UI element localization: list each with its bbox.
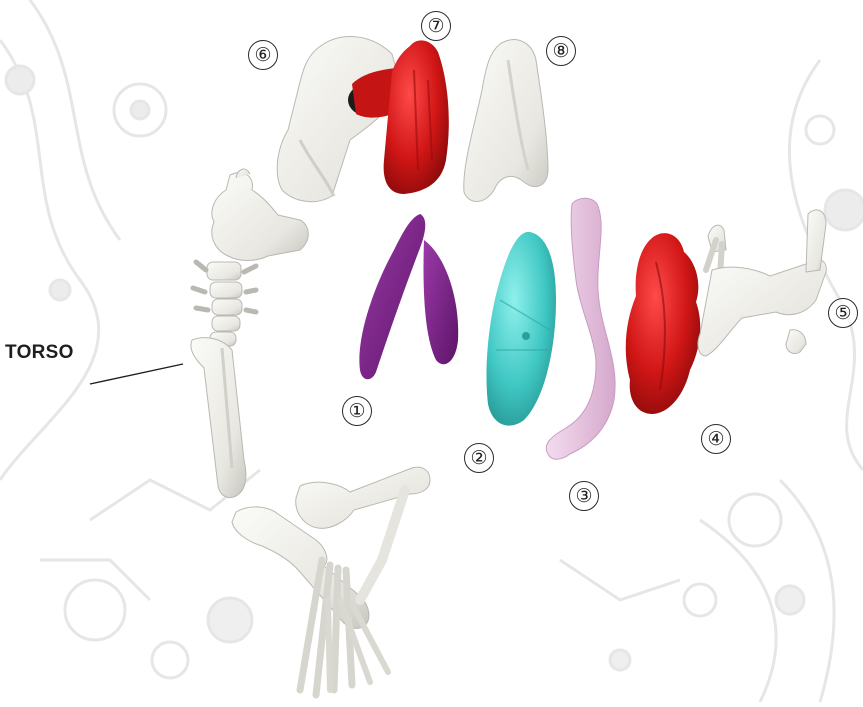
marker-4: ④: [701, 424, 731, 454]
marker-6: ⑥: [248, 40, 278, 70]
red-heart-organ-icon: [626, 233, 701, 414]
purple-lobed-organ-icon: [359, 214, 458, 379]
torso-pointer-line: [90, 364, 183, 384]
torso-label: TORSO: [5, 342, 74, 364]
pink-tube-organ-icon: [546, 198, 615, 459]
teal-oval-organ-icon: [487, 232, 557, 426]
white-shell-plate-icon: [277, 37, 402, 202]
marker-7: ⑦: [421, 11, 451, 41]
marker-2: ②: [464, 443, 494, 473]
white-pelvis-bone-icon: [698, 210, 826, 356]
marker-3: ③: [569, 481, 599, 511]
marker-1: ①: [342, 396, 372, 426]
white-tent-plate-icon: [464, 40, 548, 202]
marker-5: ⑤: [828, 298, 858, 328]
marker-8: ⑧: [546, 36, 576, 66]
